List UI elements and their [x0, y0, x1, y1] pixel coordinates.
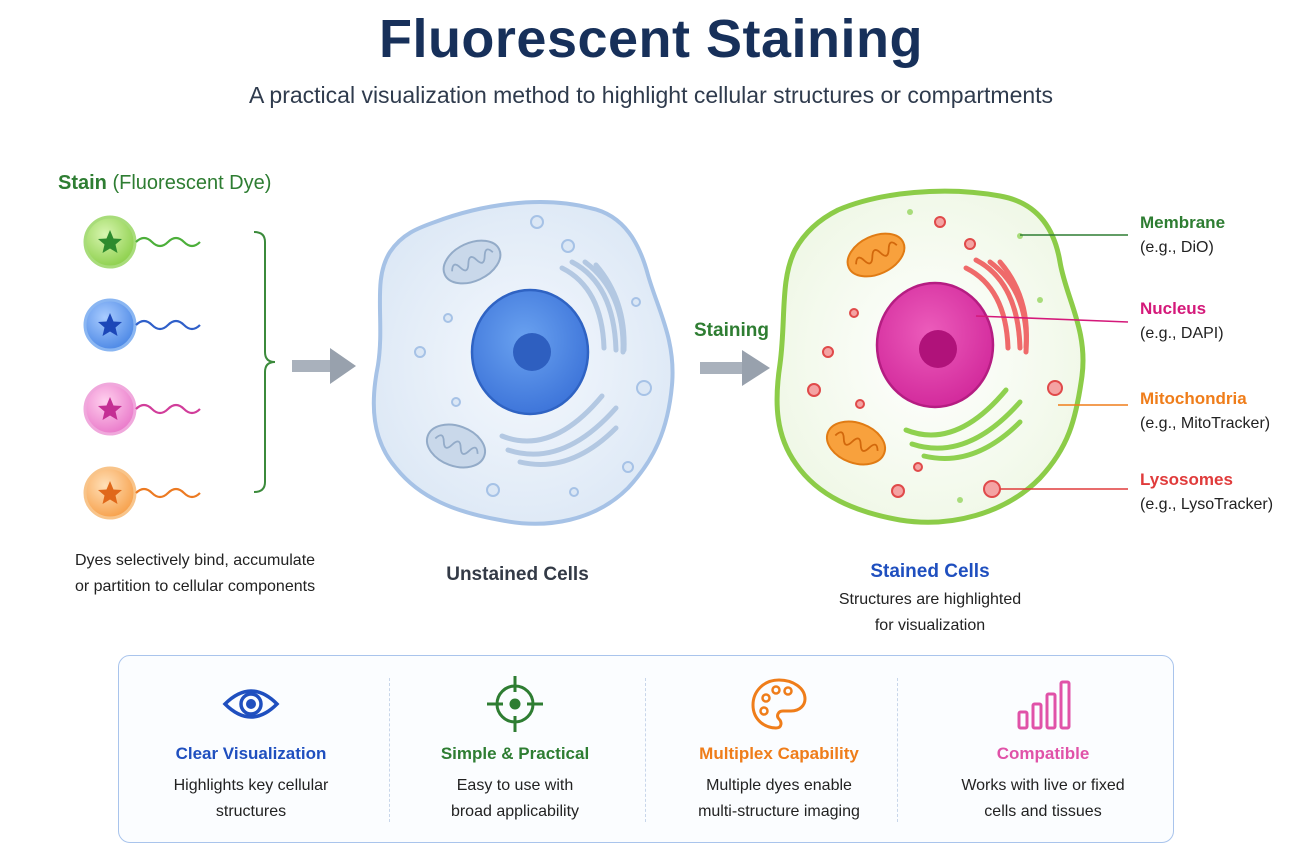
legend-mitochondria: Mitochondria (e.g., MitoTracker) [1140, 389, 1270, 433]
stained-nucleolus [919, 330, 957, 368]
legend-example: (e.g., LysoTracker) [1140, 496, 1274, 513]
star-icon [98, 313, 122, 336]
stained-lysosomes [807, 216, 1063, 498]
stain-title-rest: (Fluorescent Dye) [112, 172, 272, 194]
feature-multiplex: Multiplex Capability Multiple dyes enabl… [647, 656, 911, 844]
feature-name: Multiplex Capability [699, 744, 859, 763]
stained-mitochondrion [825, 420, 887, 466]
feature-desc-line2: broad applicability [450, 803, 580, 820]
feature-name: Clear Visualization [175, 744, 327, 763]
unstained-golgi [559, 259, 627, 355]
star-icon [98, 397, 122, 420]
legend-name: Membrane [1140, 213, 1226, 232]
legend-lysosomes: Lysosomes (e.g., LysoTracker) [1140, 470, 1273, 514]
dye-orange [83, 466, 201, 520]
dye-blue [83, 298, 201, 352]
feature-desc: Works with live or fixed cells and tissu… [923, 773, 1163, 825]
stained-sub: Structures are highlighted for visualiza… [780, 587, 1080, 639]
stained-mitochondrion [846, 232, 906, 278]
unstained-er [499, 393, 619, 467]
stained-cell [774, 188, 1129, 525]
arrow-right-icon [700, 350, 770, 386]
dye-caption: Dyes selectively bind, accumulate or par… [30, 548, 360, 600]
feature-desc-line1: Highlights key cellular [173, 777, 329, 794]
stained-sub-line2: for visualization [874, 617, 986, 634]
feature-desc: Highlights key cellular structures [131, 773, 371, 825]
feature-desc-line2: structures [215, 803, 287, 820]
unstained-vesicles [414, 215, 652, 497]
legend-name: Mitochondria [1140, 389, 1247, 408]
legend-name: Nucleus [1140, 299, 1207, 318]
star-icon [98, 481, 122, 504]
legend-membrane: Membrane (e.g., DiO) [1140, 213, 1225, 257]
palette-icon [751, 678, 807, 730]
stained-er [903, 387, 1023, 461]
unstained-nucleolus [513, 333, 551, 371]
feature-name: Compatible [996, 744, 1090, 763]
legend-example: (e.g., MitoTracker) [1140, 415, 1271, 432]
dye-tail [135, 236, 201, 248]
dye-caption-line1: Dyes selectively bind, accumulate [74, 552, 316, 569]
legend-nucleus: Nucleus (e.g., DAPI) [1140, 299, 1224, 343]
features-panel: Clear Visualization Highlights key cellu… [118, 655, 1174, 843]
stained-sub-line1: Structures are highlighted [838, 591, 1022, 608]
feature-name: Simple & Practical [440, 744, 590, 763]
unstained-label: Unstained Cells [446, 564, 589, 585]
star-icon [98, 230, 122, 253]
page-subtitle: A practical visualization method to high… [248, 82, 1054, 108]
feature-divider [645, 678, 646, 822]
dye-bracket [253, 231, 276, 493]
dye-caption-line2: or partition to cellular components [74, 578, 316, 595]
feature-desc: Easy to use with broad applicability [395, 773, 635, 825]
feature-desc: Multiple dyes enable multi-structure ima… [659, 773, 899, 825]
stained-vesicles [907, 209, 1043, 503]
feature-desc-line1: Easy to use with [456, 777, 574, 794]
stain-title-bold: Stain [58, 172, 107, 194]
dye-tail [135, 487, 201, 499]
page-title: Fluorescent Staining [378, 9, 924, 69]
dye-pink [83, 382, 201, 436]
stained-golgi [963, 257, 1029, 355]
target-icon [487, 676, 543, 732]
unstained-mitochondrion [442, 239, 502, 285]
feature-clear-visualization: Clear Visualization Highlights key cellu… [119, 656, 383, 844]
unstained-cell [371, 200, 675, 526]
legend-name: Lysosomes [1140, 470, 1233, 489]
feature-desc-line2: multi-structure imaging [698, 803, 860, 820]
stain-title: Stain (Fluorescent Dye) [58, 172, 271, 195]
feature-desc-line2: cells and tissues [984, 803, 1102, 820]
feature-simple-practical: Simple & Practical Easy to use with broa… [383, 656, 647, 844]
staining-label: Staining [694, 320, 769, 341]
dye-green [83, 215, 201, 269]
legend-example: (e.g., DAPI) [1140, 325, 1224, 342]
arrow-right-icon [292, 348, 356, 384]
feature-divider [897, 678, 898, 822]
eye-icon [222, 689, 280, 719]
leader-nucleus [975, 315, 1129, 323]
feature-compatible: Compatible Works with live or fixed cell… [911, 656, 1175, 844]
feature-divider [389, 678, 390, 822]
unstained-mitochondrion [425, 423, 487, 469]
dye-tail [135, 403, 201, 415]
feature-desc-line1: Works with live or fixed [961, 777, 1125, 794]
legend-example: (e.g., DiO) [1140, 239, 1214, 256]
dye-tail [135, 319, 201, 331]
bar-chart-icon [1017, 680, 1071, 730]
feature-desc-line1: Multiple dyes enable [706, 777, 852, 794]
stained-label: Stained Cells [870, 561, 990, 582]
